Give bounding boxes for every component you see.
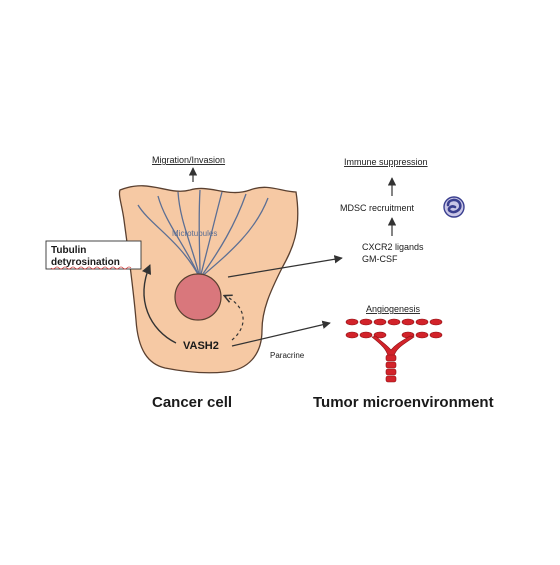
paracrine-arrow bbox=[231, 320, 331, 347]
mdsc-recruitment-label: MDSC recruitment bbox=[340, 203, 415, 213]
gm-csf-label: GM-CSF bbox=[362, 254, 398, 264]
tumor-microenvironment-caption: Tumor microenvironment bbox=[313, 394, 494, 411]
immune-suppression-label: Immune suppression bbox=[344, 157, 428, 167]
microtubules-label: Microtubules bbox=[172, 229, 217, 238]
mdsc-cell-icon bbox=[443, 196, 465, 218]
angiogenesis-label: Angiogenesis bbox=[366, 304, 421, 314]
tubulin-label-line2: detyrosination bbox=[51, 257, 120, 268]
paracrine-label: Paracrine bbox=[270, 351, 305, 360]
cell-to-cxcr2-arrow bbox=[227, 255, 343, 278]
microtubules bbox=[137, 189, 269, 279]
cancer-cell-caption: Cancer cell bbox=[152, 394, 232, 411]
vash2-to-tubulin-arrow bbox=[142, 264, 177, 344]
vash2-label: VASH2 bbox=[183, 340, 219, 352]
vash2-to-nucleus-dashed-arrow bbox=[225, 296, 244, 341]
tubulin-label-line1: Tubulin bbox=[51, 245, 86, 256]
tubulin-squiggle bbox=[50, 266, 132, 270]
tubulin-box bbox=[45, 240, 142, 270]
migration-label: Migration/Invasion bbox=[152, 155, 225, 165]
nucleus bbox=[174, 273, 222, 321]
blood-vessel-icon bbox=[345, 318, 443, 383]
cxcr2-ligands-label: CXCR2 ligands bbox=[362, 242, 424, 252]
